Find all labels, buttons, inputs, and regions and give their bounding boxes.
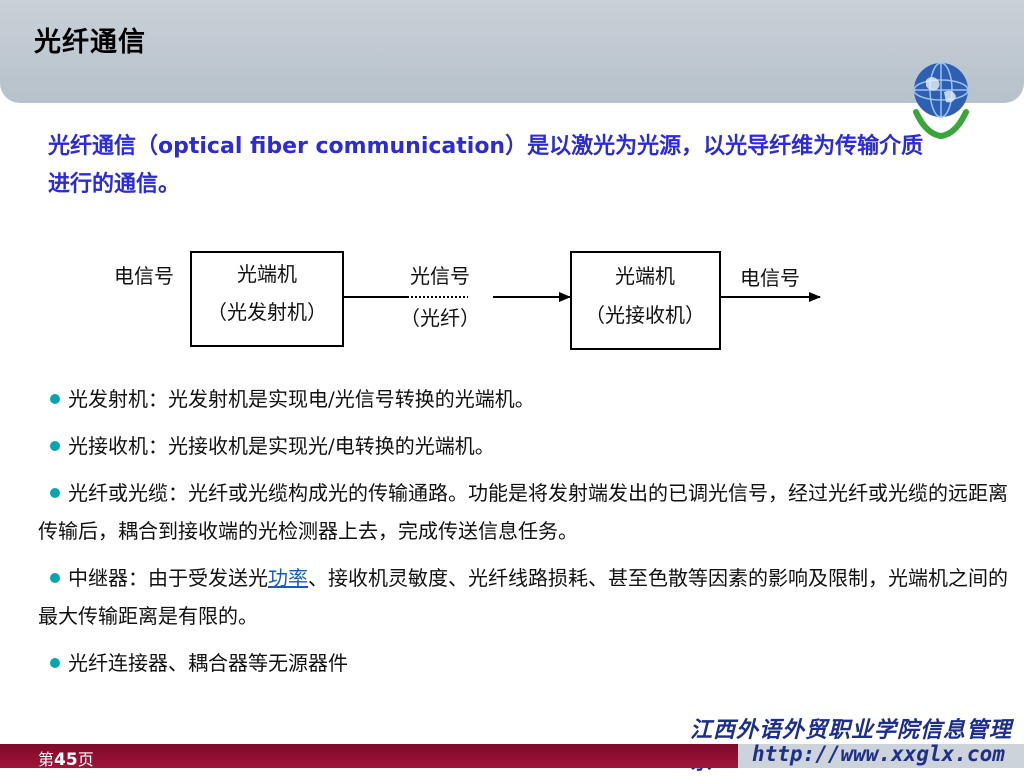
receiver-box [570, 251, 721, 350]
bullet-repeater: 中继器：由于受发送光功率、接收机灵敏度、光纤线路损耗、甚至色散等因素的影响及限制… [38, 559, 1008, 635]
channel-sublabel: （光纤） [400, 306, 480, 330]
communication-diagram: 电信号 光端机 （光发射机） 光信号 （光纤） 光端机 （光接收机） 电信号 [114, 251, 821, 350]
channel-label: 光信号 [410, 264, 470, 288]
header-bar: 光纤通信 [0, 0, 1024, 103]
globe-logo-icon [913, 62, 969, 139]
bullet-text-before: 中继器：由于受发送光 [68, 566, 268, 590]
bullet-dot-icon [50, 488, 60, 498]
receiver-sublabel: （光接收机） [585, 303, 705, 327]
page-prefix: 第 [38, 750, 55, 769]
diagram-input-label: 电信号 [114, 264, 174, 288]
diagram-output-label: 电信号 [740, 266, 800, 290]
bullet-text-after: 、接收机灵敏度、光纤线路损耗、甚至色散等因素的影响及限制，光端机之间的最大传输距… [38, 566, 1008, 628]
bullet-text: 光纤或光缆：光纤或光缆构成光的传输通路。功能是将发射端发出的已调光信号，经过光纤… [38, 481, 1008, 543]
page-number: 第45页 [38, 746, 94, 770]
bullet-dot-icon [50, 658, 60, 668]
page-suffix: 页 [77, 750, 94, 769]
intro-english-term: optical fiber communication [158, 134, 506, 159]
bullet-dot-icon [50, 573, 60, 583]
bullet-list: 光发射机：光发射机是实现电/光信号转换的光端机。 光接收机：光接收机是实现光/电… [38, 380, 1008, 691]
bullet-transmitter: 光发射机：光发射机是实现电/光信号转换的光端机。 [38, 380, 1008, 418]
transmitter-box [190, 251, 344, 347]
website-url[interactable]: http://www.xxglx.com [752, 742, 1005, 766]
transmitter-label: 光端机 [237, 262, 297, 286]
bullet-passive-devices: 光纤连接器、耦合器等无源器件 [38, 644, 1008, 682]
power-link[interactable]: 功率 [268, 566, 308, 590]
bullet-dot-icon [50, 394, 60, 404]
bullet-text: 光纤连接器、耦合器等无源器件 [68, 651, 348, 675]
receiver-label: 光端机 [615, 264, 675, 288]
bullet-fiber-cable: 光纤或光缆：光纤或光缆构成光的传输通路。功能是将发射端发出的已调光信号，经过光纤… [38, 474, 1008, 550]
intro-prefix: 光纤通信（ [48, 134, 159, 159]
footer-url-bar [738, 744, 1024, 768]
footer-bar [0, 744, 738, 768]
transmitter-sublabel: （光发射机） [207, 300, 327, 324]
bullet-receiver: 光接收机：光接收机是实现光/电转换的光端机。 [38, 427, 1008, 465]
bullet-text: 光发射机：光发射机是实现电/光信号转换的光端机。 [68, 387, 535, 411]
bullet-text: 光接收机：光接收机是实现光/电转换的光端机。 [68, 434, 495, 458]
intro-paragraph: 光纤通信（optical fiber communication）是以激光为光源… [48, 128, 928, 204]
page-title: 光纤通信 [34, 27, 146, 58]
intro-suffix: ）是以激光为光源，以光导纤维为传输介质进行的通信。 [48, 134, 924, 197]
bullet-dot-icon [50, 441, 60, 451]
page-number-value: 45 [54, 750, 78, 770]
